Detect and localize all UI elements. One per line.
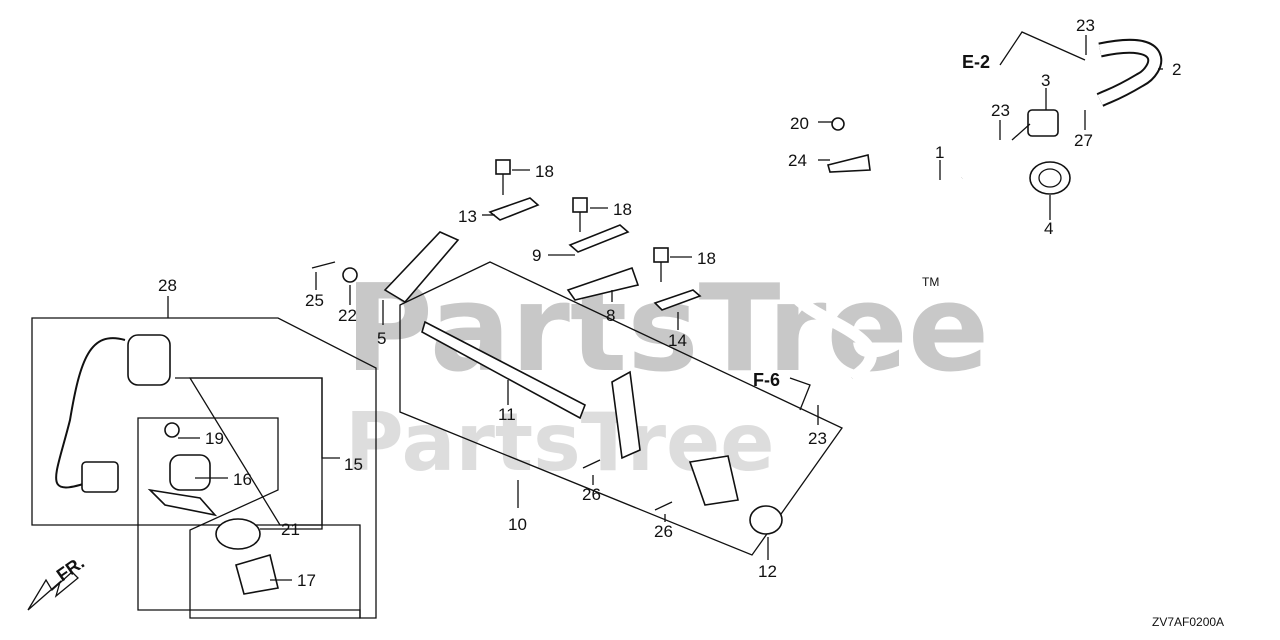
plate-13 [488, 197, 540, 221]
bolt-18b [572, 197, 588, 213]
diagram-code: ZV7AF0200A [1152, 615, 1224, 629]
callout-28: 28 [158, 276, 177, 295]
sensor-wire [55, 337, 126, 489]
ring-21 [215, 518, 261, 550]
callout-16: 16 [233, 470, 252, 489]
bolt-19 [164, 422, 180, 438]
callout-3: 3 [1041, 71, 1050, 90]
callout-11: 11 [498, 405, 516, 424]
callout-18c: 18 [697, 249, 716, 268]
callouts: 1 2 3 4 5 8 9 10 11 12 13 14 15 16 17 18… [158, 16, 1181, 590]
callout-4: 4 [1044, 219, 1053, 238]
leader-e2 [999, 31, 1086, 66]
watermark-tm: TM [922, 275, 939, 289]
group-box-28 [31, 317, 377, 619]
pin-25 [311, 261, 336, 269]
pin-26b [654, 501, 673, 511]
callout-23a: 23 [1076, 16, 1095, 35]
callout-23b: 23 [991, 101, 1010, 120]
callout-26b: 26 [654, 522, 673, 541]
callout-18a: 18 [535, 162, 554, 181]
bolt-18-group [495, 159, 669, 282]
bolt-20 [831, 117, 845, 131]
bracket-8 [566, 266, 640, 301]
leader-15 [175, 377, 340, 459]
sensor-28 [127, 334, 171, 386]
callout-18b: 18 [613, 200, 632, 219]
shaft-11 [421, 320, 587, 420]
collar-12 [749, 505, 783, 535]
washer-22 [342, 267, 358, 283]
callout-1: 1 [935, 143, 944, 162]
leader-lines [167, 31, 1163, 581]
callout-2: 2 [1172, 60, 1181, 79]
watermark-text: PartsTree [345, 260, 989, 399]
callout-14: 14 [668, 331, 687, 350]
leader-21 [260, 500, 323, 530]
callout-5: 5 [377, 329, 386, 348]
callout-27: 27 [1074, 131, 1093, 150]
callout-10: 10 [508, 515, 527, 534]
callout-25: 25 [305, 291, 324, 310]
front-label: FR. [53, 552, 88, 585]
callout-26a: 26 [582, 485, 601, 504]
callout-12: 12 [758, 562, 777, 581]
watermark: PartsTree PartsTree TM [345, 260, 989, 489]
callout-21: 21 [281, 520, 300, 539]
ref-e2: E-2 [962, 52, 990, 72]
leader-f6 [789, 377, 811, 411]
grommet-4 [1029, 161, 1071, 195]
ref-f6: F-6 [753, 370, 780, 390]
clamp-24 [827, 154, 871, 173]
callout-24: 24 [788, 151, 807, 170]
bolt-18a [495, 159, 511, 175]
hose-2-inner [1097, 40, 1161, 105]
callout-15: 15 [344, 455, 363, 474]
grommet-4-hole [1038, 168, 1062, 188]
assembly-box-10 [399, 261, 843, 556]
bracket-16-loop [169, 454, 211, 491]
callout-17: 17 [297, 571, 316, 590]
plate-14 [653, 289, 702, 311]
filter-nozzle [1011, 123, 1031, 141]
callout-13: 13 [458, 207, 477, 226]
front-arrow-icon [27, 571, 79, 611]
pin-26a [582, 459, 601, 469]
lever-5 [383, 231, 460, 304]
callout-8: 8 [606, 306, 615, 325]
front-arrow: FR. [27, 552, 88, 611]
joint-part [688, 455, 739, 506]
fuel-hose-1-inner [779, 172, 965, 384]
group-box-16 [137, 417, 361, 619]
group-box-15 [188, 377, 323, 526]
callout-9: 9 [532, 246, 541, 265]
link-part [611, 370, 641, 460]
callout-22: 22 [338, 306, 357, 325]
bracket-16 [147, 488, 218, 517]
callout-19: 19 [205, 429, 224, 448]
fuel-filter-3 [1027, 109, 1059, 137]
callout-23c: 23 [808, 429, 827, 448]
connector [81, 461, 119, 493]
callout-20: 20 [790, 114, 809, 133]
plate-9 [568, 224, 630, 253]
bolt-18c [653, 247, 669, 263]
holder-17 [235, 553, 279, 595]
